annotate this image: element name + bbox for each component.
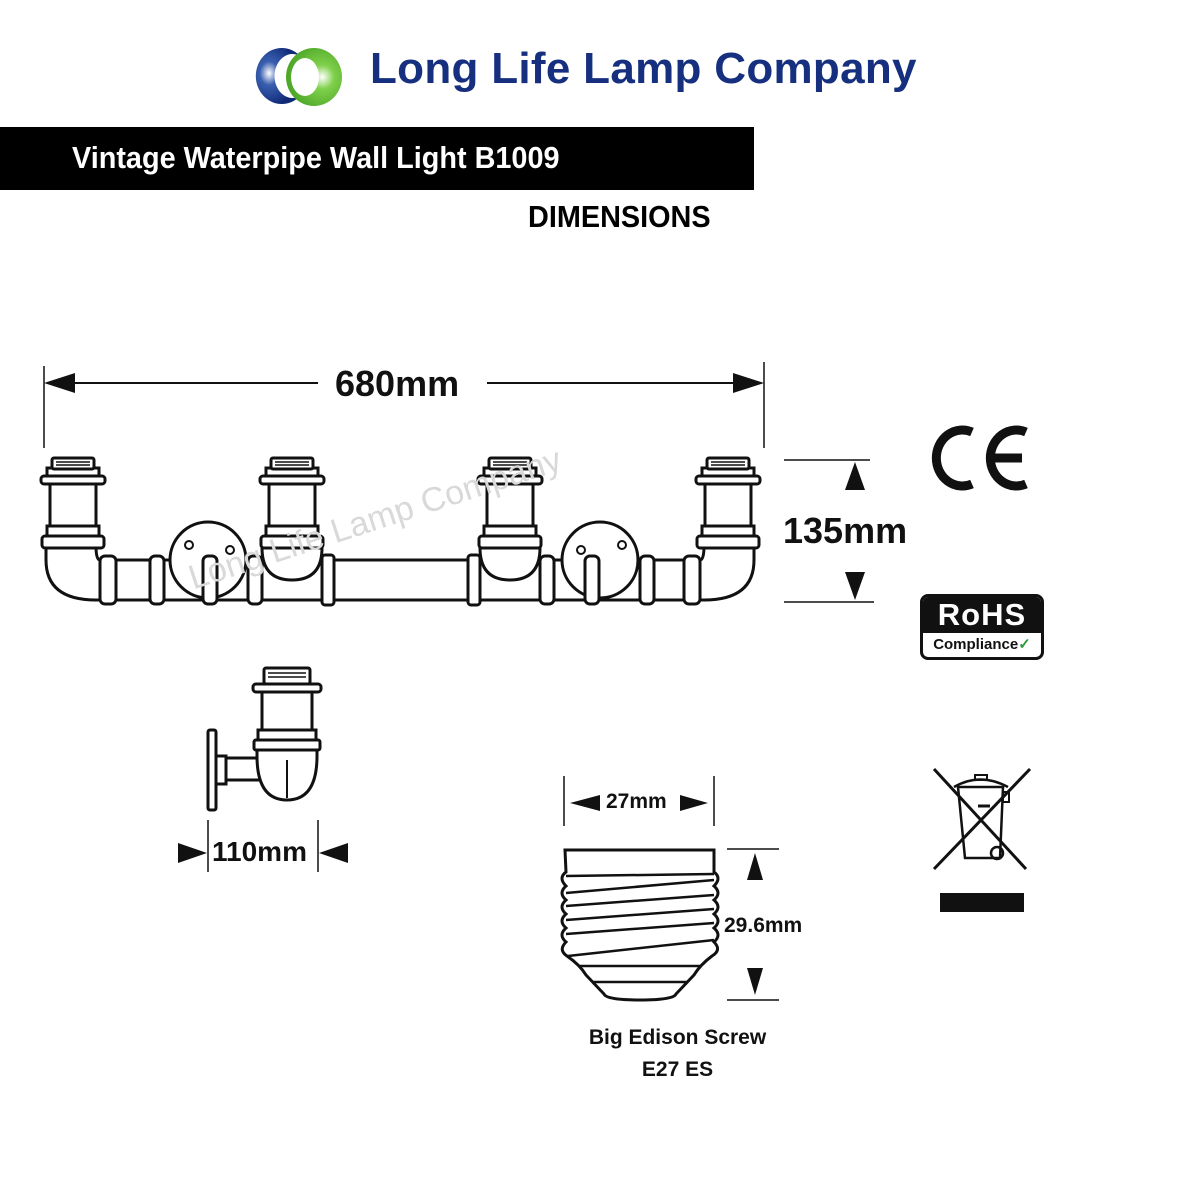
rohs-subtitle-row: Compliance✓	[923, 633, 1041, 657]
depth-label: 110mm	[212, 836, 307, 867]
lamp-holder	[694, 456, 762, 550]
title-bar	[0, 127, 754, 190]
depth-dimension-line	[178, 820, 348, 872]
bulb-width-dimension-line	[563, 776, 715, 826]
rohs-subtitle: Compliance	[933, 636, 1019, 653]
product-title: Vintage Waterpipe Wall Light B1009	[72, 140, 560, 175]
rohs-title: RoHS	[923, 597, 1041, 633]
bulb-type-line1: Big Edison Screw	[588, 1026, 767, 1049]
height-dimension-line	[784, 459, 874, 603]
section-label: DIMENSIONS	[528, 199, 711, 234]
bulb-width-label: 27mm	[606, 790, 667, 813]
width-label: 680mm	[335, 363, 460, 404]
e27-bulb-base-icon	[560, 848, 720, 1002]
company-name: Long Life Lamp Company	[370, 44, 917, 93]
ce-mark-icon	[931, 425, 1028, 491]
wall-light-front-view	[44, 520, 756, 607]
rohs-badge: RoHS Compliance✓	[920, 594, 1044, 660]
bulb-height-label: 29.6mm	[724, 914, 803, 937]
lamp-holder	[39, 456, 107, 550]
bulb-height-dimension-line	[727, 848, 779, 1001]
bulb-caption: Big Edison Screw E27 ES	[560, 1022, 795, 1086]
lamp-holder	[258, 456, 326, 550]
height-label: 135mm	[783, 510, 908, 551]
bulb-type-line2: E27 ES	[641, 1058, 714, 1081]
wall-light-side-view	[206, 666, 323, 812]
company-logo-icon	[255, 48, 342, 106]
weee-bin-icon	[932, 767, 1032, 912]
check-icon: ✓	[1018, 636, 1031, 653]
lamp-holder	[476, 456, 544, 550]
lamp-holders	[39, 456, 762, 550]
width-dimension-line	[43, 362, 765, 448]
